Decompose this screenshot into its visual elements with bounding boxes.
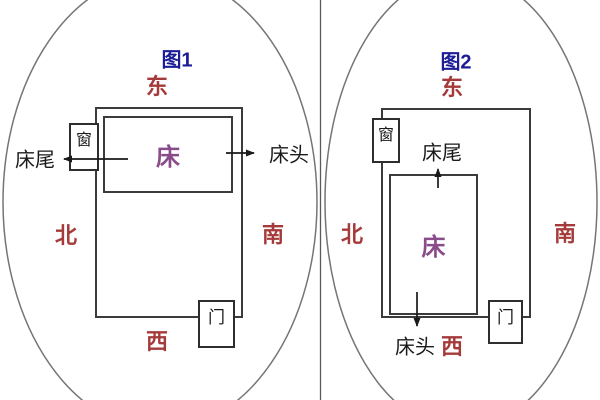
figure2-door-label: 门 (497, 308, 514, 327)
figure2-window-box: 窗 (372, 118, 400, 163)
figure1-door-label: 门 (208, 308, 225, 327)
figure2-bed-label: 床 (421, 234, 446, 261)
figure2-direction-west: 西 (440, 334, 464, 359)
figure1-door-box: 门 (198, 300, 235, 348)
figure2-window-label: 窗 (377, 127, 394, 144)
figure2-direction-east: 东 (440, 75, 464, 100)
figure2-bed-foot-label: 床尾 (422, 142, 462, 165)
figure1-direction-east: 东 (145, 74, 169, 99)
figure2-bed-outline: 床 (389, 174, 478, 315)
figure1-bed-label: 床 (156, 144, 180, 171)
figure1-bed-outline: 床 (103, 116, 233, 193)
figure1-direction-north: 北 (54, 223, 78, 248)
figure1-window-label: 窗 (75, 132, 92, 149)
figure2-door-box: 门 (488, 300, 523, 344)
figure2-bed-head-label: 床头 (395, 336, 435, 359)
figure1-direction-west: 西 (145, 329, 169, 354)
figure1-direction-south: 南 (261, 222, 285, 247)
figure1-bed-foot-label: 床尾 (15, 149, 55, 172)
figure2-direction-north: 北 (340, 222, 364, 247)
figure1-bed-head-label: 床头 (269, 144, 309, 167)
figure2-direction-south: 南 (553, 221, 577, 246)
figure1-window-box: 窗 (69, 123, 99, 171)
